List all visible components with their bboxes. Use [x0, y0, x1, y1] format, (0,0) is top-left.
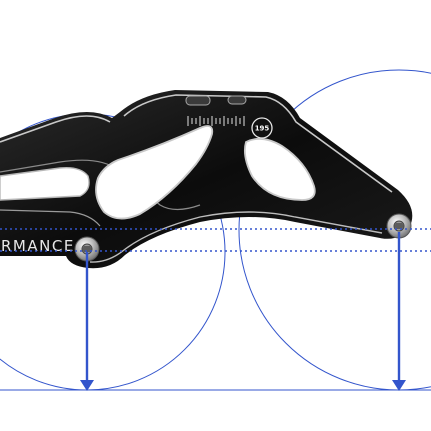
frame-cutout-large	[95, 125, 214, 220]
front-arrow-head	[392, 380, 406, 391]
frame-edge-bottom	[89, 211, 383, 263]
frame-silhouette	[0, 90, 413, 269]
skate-frame: 195 RMANCE	[0, 90, 413, 269]
mount-slot	[185, 95, 211, 106]
frame-edge-top	[0, 94, 393, 193]
brand-lettering: RMANCE	[1, 237, 75, 255]
frame-edge-lower-rail	[0, 209, 101, 227]
size-badge: 195	[251, 117, 273, 139]
frame-cutout-slot	[0, 166, 90, 201]
frame-cutout-small	[243, 137, 316, 201]
size-badge-label: 195	[255, 125, 270, 133]
rear-arrow-head	[80, 380, 94, 391]
measurement-overlay	[0, 228, 431, 391]
alignment-scale	[187, 116, 245, 126]
mount-slot-right	[227, 95, 247, 105]
